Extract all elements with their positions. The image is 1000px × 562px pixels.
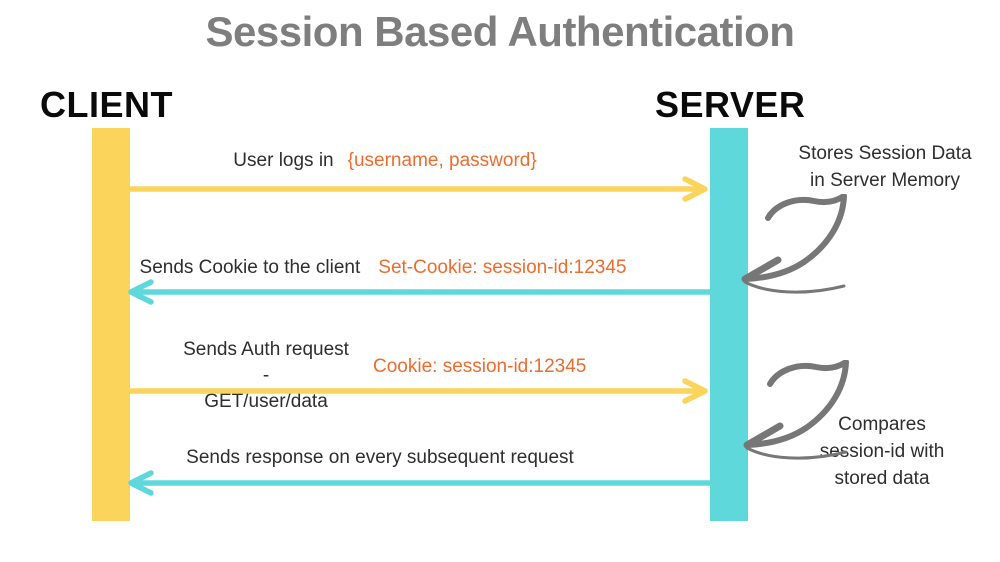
message-3-label: Sends Auth request - GET/user/data	[180, 337, 352, 415]
message-2-label: Sends Cookie to the client	[139, 257, 361, 278]
server-actor-label: SERVER	[655, 84, 806, 125]
annotation-compares-session: Compares session-id with stored data	[806, 411, 958, 492]
curved-arrow-icon	[743, 360, 849, 460]
annotation-stores-session: Stores Session Data in Server Memory	[783, 140, 987, 194]
annotation-2-line1: Compares	[838, 414, 926, 435]
message-1-detail: {username, password}	[347, 150, 537, 171]
message-1-label: User logs in	[233, 150, 334, 171]
client-actor-label: CLIENT	[40, 84, 173, 125]
message-4-arrow-left-icon	[128, 470, 712, 496]
message-3-label-line2: GET/user/data	[204, 391, 328, 412]
annotation-2-line2: session-id with	[819, 441, 945, 462]
message-2-labels: Sends Cookie to the client Set-Cookie: s…	[130, 257, 636, 279]
message-2-detail: Set-Cookie: session-id:12345	[378, 257, 627, 278]
message-1-labels: User logs in {username, password}	[130, 150, 640, 172]
message-1-arrow-right-icon	[128, 176, 708, 202]
message-3-label-line1: Sends Auth request -	[183, 339, 349, 386]
message-4-labels: Sends response on every subsequent reque…	[130, 447, 630, 469]
diagram-title: Session Based Authentication	[205, 8, 795, 55]
client-lifeline-bar	[92, 128, 130, 521]
server-lifeline-bar	[710, 128, 748, 521]
annotation-2-line3: stored data	[834, 468, 930, 489]
annotation-1-line1: Stores Session Data	[798, 143, 972, 164]
message-3-arrow-right-icon	[128, 378, 708, 404]
message-4-label: Sends response on every subsequent reque…	[186, 447, 574, 468]
message-3-detail: Cookie: session-id:12345	[373, 356, 587, 377]
message-2-arrow-left-icon	[128, 279, 712, 305]
curved-arrow-icon	[741, 194, 847, 294]
annotation-1-line2: in Server Memory	[810, 170, 960, 191]
